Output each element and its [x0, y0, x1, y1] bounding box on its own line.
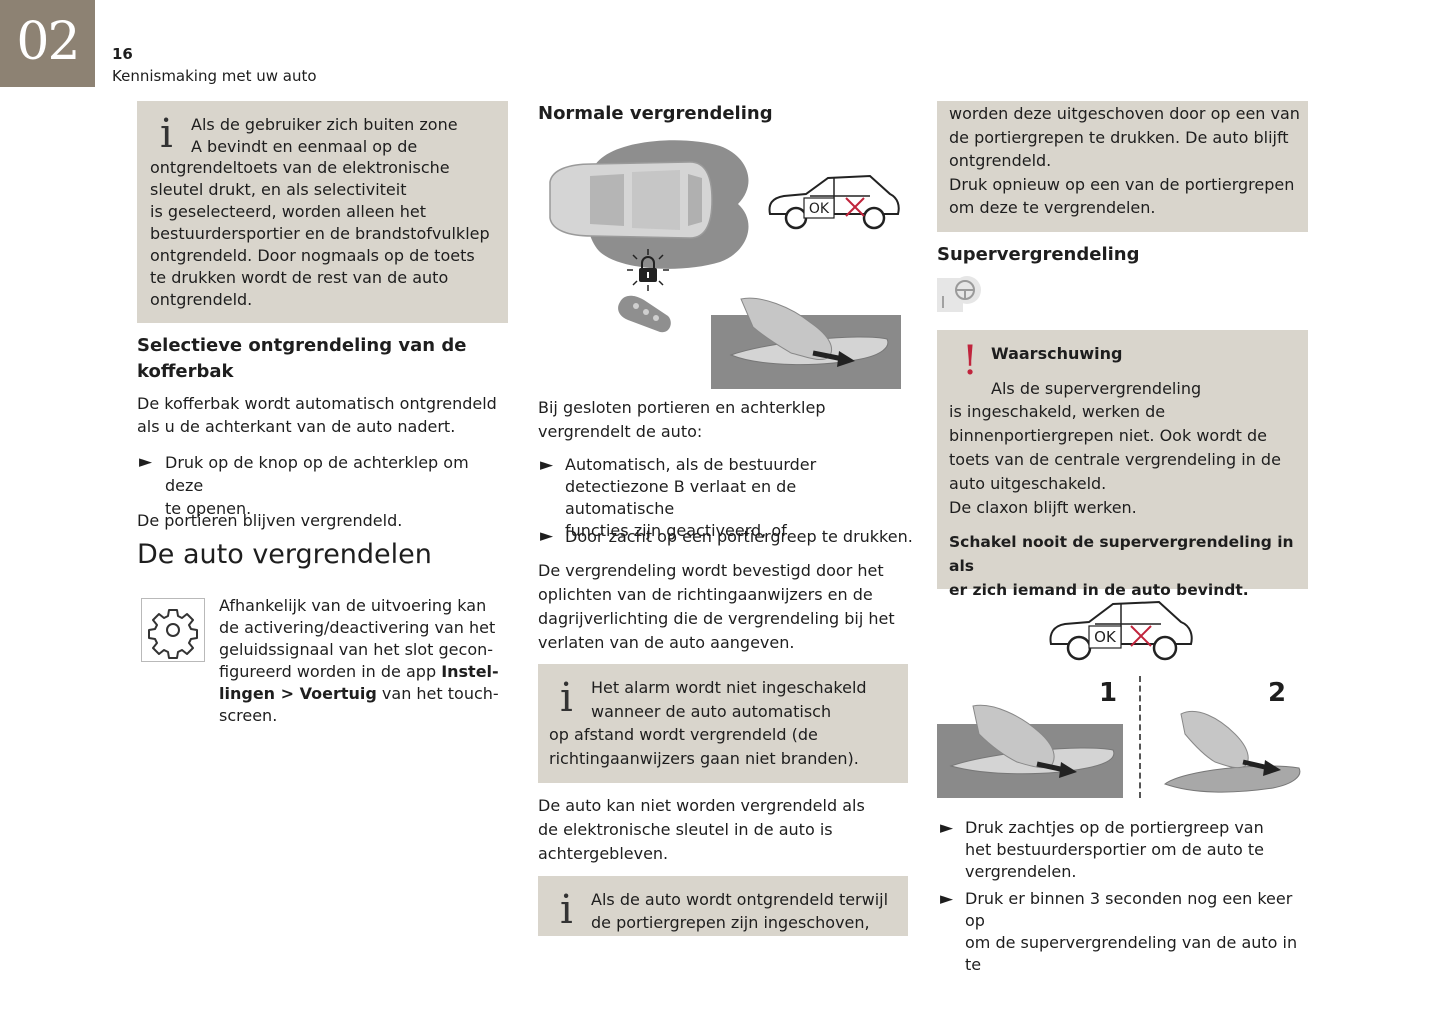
info-text-rest: ontgrendeltoets van de elektronische sle… — [150, 158, 490, 309]
chapter-number: 02 — [16, 12, 80, 72]
info-box-alarm — [538, 664, 908, 783]
retracted-info-line2: de portiergrepen zijn ingeschoven, — [591, 913, 870, 932]
chapter-tab — [0, 0, 95, 87]
bullet-arrow: ► — [540, 455, 554, 475]
warning-box-superlocking — [937, 330, 1308, 589]
info-box-continued — [937, 101, 1308, 232]
trunk-paragraph: De kofferbak wordt automatisch ontgrende… — [137, 394, 497, 436]
alarm-info-line1: Het alarm wordt niet ingeschakeld — [591, 678, 867, 697]
info-text-line1: Als de gebruiker zich buiten zone — [191, 115, 458, 134]
ok-label: OK — [1094, 628, 1117, 646]
car-side-superlock-status: OK — [1049, 600, 1193, 661]
auto-lock-bullet: Automatisch, als de bestuurder detectiez… — [565, 455, 817, 540]
info-box-retracted-handles — [538, 876, 908, 936]
locking-intro-text: Bij gesloten portieren en achterklep ver… — [538, 398, 826, 441]
step-divider — [1139, 676, 1141, 798]
page-number: 16 — [112, 45, 133, 63]
info-icon: i — [560, 675, 573, 721]
bullet-arrow: ► — [540, 526, 554, 546]
selective-unlock-heading: Selectieve ontgrendeling van de kofferba… — [137, 335, 467, 382]
vehicle-settings-icon — [937, 276, 981, 312]
continued-info-text: worden deze uitgeschoven door op een van… — [949, 104, 1300, 217]
press-handle-step1-illustration — [937, 704, 1123, 798]
lock-confirmation-text: De vergrendeling wordt bevestigd door he… — [538, 561, 895, 652]
warning-icon: ! — [962, 338, 979, 384]
superlock-bullet-2: Druk er binnen 3 seconden nog een keer o… — [965, 889, 1298, 974]
key-inside-text: De auto kan niet worden vergrendeld als … — [538, 796, 865, 863]
warning-rest: is ingeschakeld, werken de binnenportier… — [949, 402, 1281, 517]
info-text-line2: A bevindt en eenmaal op de — [191, 137, 418, 156]
normal-locking-heading: Normale vergrendeling — [538, 103, 773, 124]
bullet-arrow: ► — [940, 889, 954, 909]
trunk-bullet-text: Druk op de knop op de achterklep om deze… — [165, 453, 469, 518]
info-icon: i — [160, 111, 173, 157]
superlock-bullet-1: Druk zachtjes op de portiergreep van het… — [965, 818, 1264, 881]
step-number-1: 1 — [1099, 678, 1118, 708]
warning-title: Waarschuwing — [991, 344, 1123, 363]
warning-bold-text: Schakel nooit de supervergrendeling in a… — [949, 533, 1294, 599]
alarm-info-rest: op afstand wordt vergrendeld (de richtin… — [549, 725, 859, 768]
superlocking-heading: Supervergrendeling — [937, 244, 1140, 265]
info-icon: i — [560, 887, 573, 933]
bullet-arrow: ► — [940, 818, 954, 838]
car-top-view — [549, 161, 713, 239]
settings-text: Afhankelijk van de uitvoering kan de act… — [219, 596, 499, 725]
settings-icon-frame — [141, 598, 205, 662]
car-side-lock-status: OK — [768, 174, 900, 230]
door-handle-press-illustration — [711, 297, 901, 389]
alarm-info-line2: wanneer de auto automatisch — [591, 702, 832, 721]
padlock-icon — [627, 249, 669, 291]
gear-icon — [148, 609, 198, 659]
chapter-title: Kennismaking met uw auto — [112, 67, 317, 85]
section-title-locking: De auto vergrendelen — [137, 539, 432, 570]
info-box-selectivity — [137, 101, 508, 323]
step-number-2: 2 — [1268, 678, 1287, 708]
doors-locked-text: De portieren blijven vergrendeld. — [137, 511, 403, 530]
car-zone-illustration — [549, 140, 749, 269]
press-handle-step2-illustration — [1163, 710, 1301, 793]
ok-label: OK — [809, 201, 830, 217]
warning-line1: Als de supervergrendeling — [991, 379, 1202, 398]
key-fob-illustration — [618, 295, 671, 333]
press-handle-bullet: Door zacht op een portiergreep te drukke… — [565, 527, 913, 546]
retracted-info-line1: Als de auto wordt ontgrendeld terwijl — [591, 890, 889, 909]
bullet-arrow: ► — [139, 452, 153, 472]
